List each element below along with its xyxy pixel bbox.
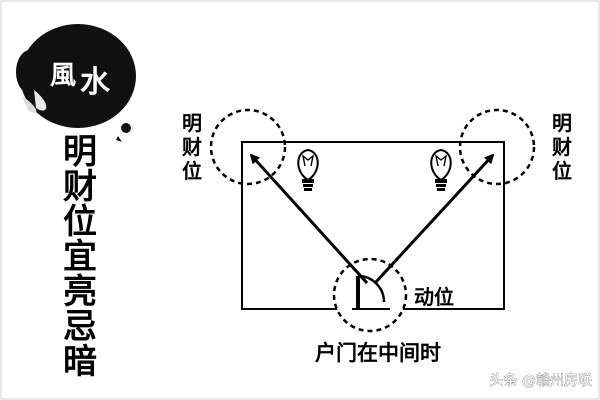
caption: 户门在中间时 xyxy=(315,341,441,365)
left-label-char-2: 财 xyxy=(182,135,202,159)
watermark: 头条 @赣州房联 xyxy=(490,372,592,389)
left-wealth-position-circle xyxy=(209,108,287,186)
vertical-title-char-5: 亮 xyxy=(63,272,97,312)
vertical-title-char-4: 宜 xyxy=(63,237,97,277)
vertical-title-char-2: 财 xyxy=(63,167,97,207)
vertical-title-char-3: 位 xyxy=(63,202,97,242)
right-wealth-position-circle xyxy=(458,108,536,186)
arrow-to-right-wealth xyxy=(373,153,495,285)
vertical-title-char-7: 暗 xyxy=(63,342,97,382)
lightbulb-icon xyxy=(297,148,319,191)
arrow-to-left-wealth xyxy=(249,153,369,285)
door-circle xyxy=(332,257,408,333)
left-wealth-label: 明 财 位 xyxy=(182,111,202,183)
logo-feng-char: 風 xyxy=(50,61,76,91)
left-label-char-3: 位 xyxy=(182,159,202,183)
vertical-title: 明 财 位 宜 亮 忌 暗 xyxy=(63,132,97,382)
right-label-char-3: 位 xyxy=(552,159,572,183)
right-wealth-label: 明 财 位 xyxy=(552,111,572,183)
right-label-char-2: 财 xyxy=(552,135,572,159)
right-label-char-1: 明 xyxy=(552,111,572,135)
vertical-title-char-1: 明 xyxy=(63,132,97,172)
door-position-label: 动位 xyxy=(414,285,454,309)
vertical-title-char-6: 忌 xyxy=(63,307,97,347)
lightbulb-icon xyxy=(430,148,452,191)
fengshui-logo: 風 水 xyxy=(16,24,136,142)
logo-shui-char: 水 xyxy=(80,65,111,100)
left-label-char-1: 明 xyxy=(182,111,202,135)
